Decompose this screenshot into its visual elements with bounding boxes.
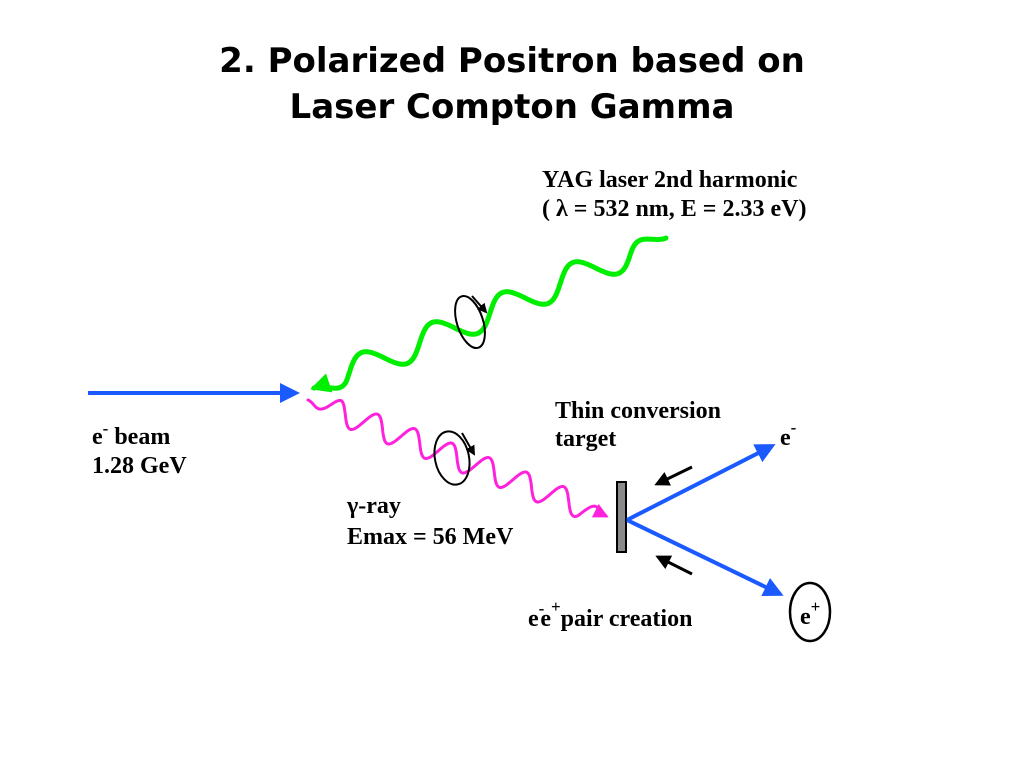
outgoing-electron-label: e- (780, 418, 797, 451)
target-arrow-upper (654, 465, 693, 486)
outgoing-positron-arrow (626, 518, 784, 597)
outgoing-electron-arrow (626, 444, 776, 522)
laser-label-line-2: ( λ = 532 nm, E = 2.33 eV) (542, 196, 806, 222)
title-line-1: 2. Polarized Positron based on (219, 41, 805, 81)
laser-polarization-icon (454, 295, 488, 349)
target-arrow-lower (655, 555, 693, 576)
page-title: 2. Polarized Positron based on Laser Com… (0, 38, 1024, 130)
electron-beam-label: e- beam (92, 419, 170, 450)
laser-wave (310, 235, 669, 393)
pair-creation-label: e-e+pair creation (528, 597, 692, 632)
outgoing-positron-label: e+ (800, 597, 820, 630)
gamma-ray-wave (306, 398, 609, 518)
target-label-line-2: target (555, 426, 616, 452)
positron-circle (788, 581, 832, 643)
conversion-target (616, 481, 627, 553)
target-label-line-1: Thin conversion (555, 398, 721, 424)
gamma-polarization-icon (433, 430, 475, 486)
electron-beam-energy: 1.28 GeV (92, 453, 187, 479)
title-line-2: Laser Compton Gamma (289, 87, 735, 127)
gamma-label-line-1: γ-ray (346, 493, 401, 519)
gamma-label-line-2: Emax = 56 MeV (347, 524, 514, 550)
laser-label-line-1: YAG laser 2nd harmonic (542, 167, 798, 193)
